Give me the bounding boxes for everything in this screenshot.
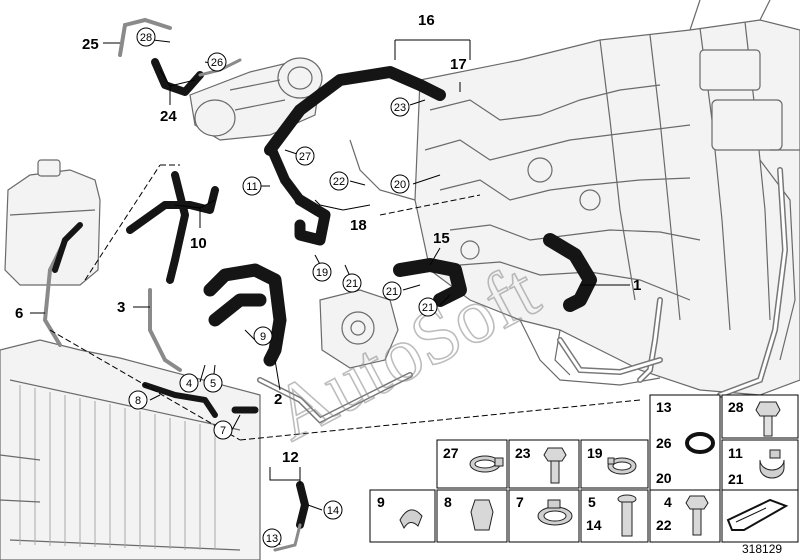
callout-10: 10 (190, 235, 207, 252)
callout-12: 12 (282, 449, 299, 466)
part-label-20: 20 (656, 470, 672, 486)
callout-18: 18 (350, 217, 367, 234)
callout-7: 7 (220, 425, 226, 437)
hose-clamp-icon (469, 455, 504, 473)
part-label-22: 22 (656, 517, 672, 533)
leader-lines (30, 39, 630, 546)
callout-26: 26 (211, 57, 223, 69)
hoses (42, 17, 597, 552)
callout-4: 4 (186, 378, 192, 390)
o-ring-icon (685, 432, 715, 454)
part-label-5: 5 (588, 494, 596, 510)
callout-24: 24 (160, 108, 177, 125)
callout-2: 2 (274, 391, 282, 408)
spring-clamp-icon (607, 457, 637, 475)
part-label-9: 9 (377, 494, 385, 510)
part-label-28: 28 (728, 399, 744, 415)
reference-number: 318129 (742, 542, 782, 556)
callout-15: 15 (433, 230, 450, 247)
callout-20: 20 (394, 179, 406, 191)
radiator (0, 339, 261, 560)
callout-9: 9 (260, 331, 266, 343)
callout-23: 23 (394, 102, 406, 114)
callout-3: 3 (117, 299, 125, 316)
callout-14: 14 (327, 505, 339, 517)
water-pump (319, 289, 399, 369)
clip-icon (399, 509, 423, 530)
circled-callout-text: 28 26 23 27 11 22 20 19 21 21 21 9 4 5 8… (135, 32, 434, 545)
hex-bolt-icon (685, 495, 709, 536)
band-clamp-icon (537, 499, 573, 526)
parts-table: 13 26 20 28 27 23 19 11 21 9 8 7 5 14 4 … (369, 394, 799, 543)
part-label-11: 11 (728, 445, 743, 461)
callout-21c: 21 (422, 302, 434, 314)
part-label-26: 26 (656, 435, 672, 451)
callout-21a: 21 (346, 278, 358, 290)
callout-5: 5 (210, 378, 216, 390)
flange-bolt-icon (543, 447, 567, 484)
callout-17: 17 (450, 56, 467, 73)
callout-1: 1 (633, 277, 641, 294)
watermark: AutoSoft (258, 246, 552, 457)
part-label-8: 8 (444, 494, 452, 510)
engine-block (349, 0, 800, 396)
callout-6: 6 (15, 305, 23, 322)
part-label-19: 19 (587, 445, 603, 461)
callout-21b: 21 (386, 286, 398, 298)
callout-16: 16 (418, 12, 435, 29)
callout-labels: 25 24 16 17 18 10 15 1 3 6 2 12 (15, 12, 641, 466)
screw-icon (617, 494, 637, 537)
part-label-14: 14 (586, 517, 602, 533)
part-label-13: 13 (656, 399, 672, 415)
bolt-icon (755, 401, 781, 437)
callout-22: 22 (333, 176, 345, 188)
part-label-4: 4 (664, 494, 672, 510)
double-clamp-icon (759, 449, 785, 479)
circled-callouts (128, 27, 438, 548)
callout-11: 11 (246, 181, 257, 193)
dashed-guides (49, 164, 641, 441)
callout-25: 25 (82, 36, 99, 53)
part-label-27: 27 (443, 445, 459, 461)
part-label-21: 21 (728, 471, 744, 487)
callout-27: 27 (299, 151, 311, 163)
callout-13a: 13 (266, 533, 278, 545)
retainer-clip-icon (470, 499, 494, 531)
part-label-7: 7 (516, 494, 524, 510)
direction-arrow-icon (726, 498, 789, 531)
callout-28: 28 (140, 32, 152, 44)
metal-pipes (257, 167, 789, 424)
callout-19: 19 (316, 267, 328, 279)
expansion-tank (4, 159, 101, 286)
turbocharger (189, 57, 323, 141)
part-label-23: 23 (515, 445, 531, 461)
callout-8: 8 (135, 395, 141, 407)
